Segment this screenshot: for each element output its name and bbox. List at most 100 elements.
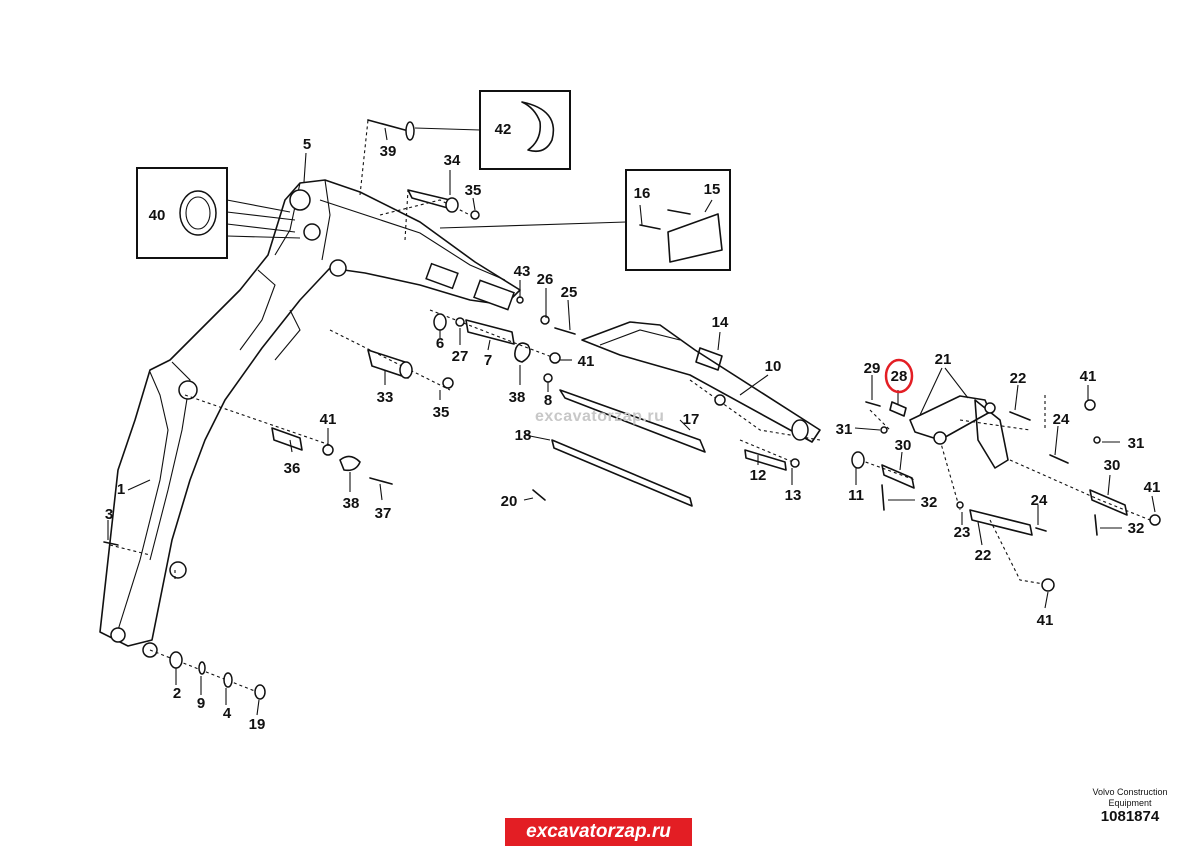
- label-16: 16: [634, 185, 651, 202]
- label-43: 43: [514, 263, 531, 280]
- part-32-bolt-2: [1094, 514, 1098, 536]
- label-19: 19: [249, 716, 266, 733]
- part-13: [790, 458, 800, 468]
- label-29: 29: [864, 360, 881, 377]
- label-38-top: 38: [509, 389, 526, 406]
- boom-plate-1: [425, 262, 459, 290]
- part-41-nut-2: [322, 444, 334, 456]
- part-31-grease-2: [1093, 436, 1101, 444]
- label-35-bottom: 35: [433, 404, 450, 421]
- part-40-seal: [179, 190, 217, 236]
- part-23: [956, 501, 964, 509]
- watermark: excavatorzap.ru: [535, 408, 665, 425]
- label-34: 34: [444, 152, 461, 169]
- label-41-a: 41: [578, 353, 595, 370]
- part-27: [455, 317, 465, 327]
- part-30-pin-2: [1089, 489, 1128, 516]
- boom-foot-pin-1: [110, 627, 126, 643]
- part-2-bushing: [169, 651, 183, 669]
- label-8: 8: [544, 392, 552, 409]
- label-11: 11: [848, 487, 864, 504]
- part-14: [695, 347, 723, 371]
- label-30-left: 30: [895, 437, 912, 454]
- site-banner[interactable]: excavatorzap.ru: [505, 818, 692, 846]
- label-24-top: 24: [1053, 411, 1070, 428]
- part-32-bolt: [881, 484, 885, 511]
- label-7: 7: [484, 352, 492, 369]
- label-18: 18: [515, 427, 532, 444]
- boom: [99, 179, 521, 658]
- diagram-reference-number: 1081874: [1100, 808, 1160, 825]
- part-15-plate: [667, 213, 723, 263]
- callout-40: [136, 167, 301, 259]
- label-9: 9: [197, 695, 205, 712]
- part-17-hose: [559, 389, 706, 453]
- label-41-e: 41: [1037, 612, 1054, 629]
- part-3-bolt: [103, 541, 119, 546]
- part-35-bolt: [470, 210, 480, 220]
- label-31-left: 31: [836, 421, 853, 438]
- part-10-pin: [714, 394, 726, 406]
- label-36: 36: [284, 460, 301, 477]
- part-18-hose: [551, 439, 693, 507]
- part-21-pin-2: [984, 402, 996, 414]
- label-23: 23: [954, 524, 971, 541]
- part-16-screw-1: [639, 224, 661, 230]
- label-28: 28: [891, 368, 908, 385]
- label-5: 5: [303, 136, 311, 153]
- part-39-rod: [367, 119, 406, 131]
- label-6: 6: [436, 335, 444, 352]
- part-41-nut: [549, 352, 561, 364]
- vendor-name: Volvo Construction Equipment: [1080, 787, 1180, 809]
- part-21-pin-1: [933, 431, 947, 445]
- boom-plate-2: [473, 279, 515, 311]
- part-29-bolt: [865, 401, 881, 407]
- part-19-ring: [254, 684, 266, 700]
- part-42-clip: [521, 101, 555, 153]
- part-24-bolt-2: [1035, 527, 1047, 532]
- part-10-cylinder: [581, 321, 821, 443]
- part-12-pin: [744, 449, 787, 471]
- label-38-bottom: 38: [343, 495, 360, 512]
- part-37-bolt: [369, 477, 393, 485]
- vendor-line-2: Equipment: [1108, 798, 1152, 808]
- part-6: [433, 313, 447, 331]
- label-41-b: 41: [320, 411, 337, 428]
- part-4-washer: [223, 672, 233, 688]
- part-10-end: [791, 419, 809, 441]
- boom-cylinder-pin: [329, 259, 347, 277]
- label-14: 14: [712, 314, 729, 331]
- part-22-pin-2: [969, 509, 1033, 536]
- label-41-c: 41: [1080, 368, 1097, 385]
- callout-42: [414, 90, 571, 170]
- label-30-right: 30: [1104, 457, 1121, 474]
- part-34-end: [445, 197, 459, 213]
- label-40: 40: [149, 207, 166, 224]
- label-4: 4: [223, 705, 232, 722]
- part-16-screw-2: [667, 209, 691, 215]
- label-10: 10: [765, 358, 782, 375]
- part-41-nut-4: [1149, 514, 1161, 526]
- label-17: 17: [683, 411, 700, 428]
- part-31-grease: [880, 426, 888, 434]
- part-38-clip-2: [339, 455, 361, 472]
- part-7-pin: [465, 319, 515, 345]
- label-42: 42: [495, 121, 512, 138]
- boom-top-pin-2: [303, 223, 321, 241]
- label-3: 3: [105, 506, 113, 523]
- part-9-shim: [198, 661, 206, 675]
- label-32-left: 32: [921, 494, 938, 511]
- part-25-bolt: [554, 327, 576, 335]
- part-22-pin: [1009, 411, 1031, 421]
- part-labels: 1 2 3 4 5 6 7 8 9 10 11 12 13 14 15 16 1…: [105, 121, 1161, 733]
- label-39: 39: [380, 143, 397, 160]
- part-21-link-2: [974, 399, 1009, 469]
- label-12: 12: [750, 467, 767, 484]
- part-36-pin: [271, 427, 303, 451]
- label-35-top: 35: [465, 182, 482, 199]
- label-24-bottom: 24: [1031, 492, 1048, 509]
- part-11-bushing: [851, 451, 865, 469]
- label-22-top: 22: [1010, 370, 1027, 387]
- part-20-fitting: [532, 489, 546, 501]
